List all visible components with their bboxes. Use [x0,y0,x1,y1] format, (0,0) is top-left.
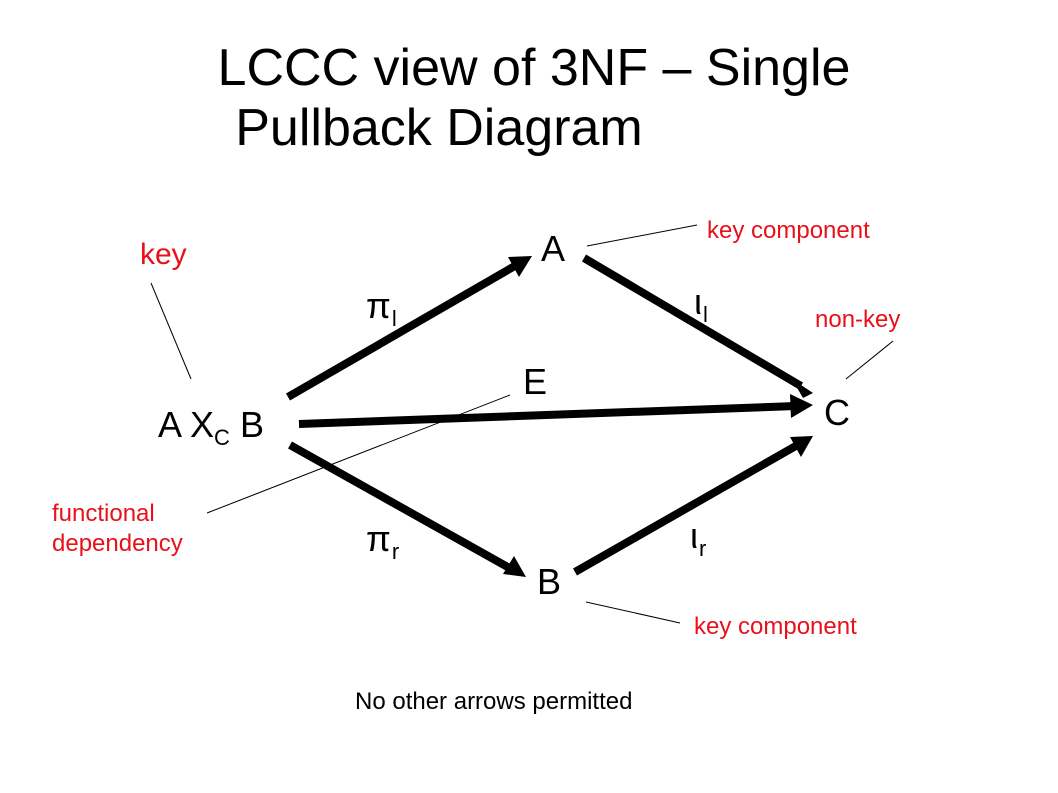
node-b: B [537,561,562,602]
annotation-functional-line-1: functional [52,500,155,527]
annotation-key: key [140,238,187,271]
label-pi-r: πr [366,519,399,572]
node-e: E [523,361,548,402]
label-i-l: ιl [694,282,708,335]
annotation-non-key: non-key [815,306,901,333]
title-line-1: LCCC view of 3NF – Single [217,39,851,97]
pointer-key-component-top [586,224,698,247]
arrow-pi-l [285,259,523,401]
annotation-key-component-bottom: key component [694,613,857,640]
pointer-non-key [845,340,894,380]
node-a: A [541,228,566,269]
node-product-sub: C [214,425,230,450]
slide-title: LCCC view of 3NF – Single Pullback Diagr… [0,38,1058,158]
node-product-b: B [229,404,264,445]
node-c: C [824,392,850,433]
pointer-functional-dependency [206,394,511,514]
label-pi-r-base: π [366,518,391,559]
label-i-r: ιr [690,516,706,569]
pointer-key [150,282,192,380]
footer-note: No other arrows permitted [355,688,633,715]
arrow-pi-r-head [503,556,526,577]
label-i-r-sub: r [699,536,707,561]
title-line-2: Pullback Diagram [235,99,643,157]
arrow-e-head [790,394,813,418]
node-product: A XC B [158,405,264,458]
node-product-a: A X [158,404,215,445]
label-pi-l-sub: l [391,306,397,331]
label-i-l-sub: l [703,302,708,327]
arrow-pi-l-head [508,256,532,277]
arrow-i-r-head [790,436,813,457]
arrow-i-l-head [792,379,813,398]
arrow-i-r [573,439,803,576]
pointer-key-component-bottom [585,601,681,624]
annotation-key-component-top: key component [707,217,870,244]
annotation-functional-line-2: dependency [52,530,183,557]
arrow-i-l [581,254,804,390]
label-pi-l-base: π [366,285,391,326]
annotation-functional-dependency: functional dependency [52,499,183,559]
arrow-e [298,402,797,428]
label-pi-l: πl [366,286,397,339]
label-i-l-base: ι [694,281,702,322]
label-pi-r-sub: r [391,539,400,564]
label-i-r-base: ι [690,515,698,556]
arrow-pi-r [288,441,515,574]
